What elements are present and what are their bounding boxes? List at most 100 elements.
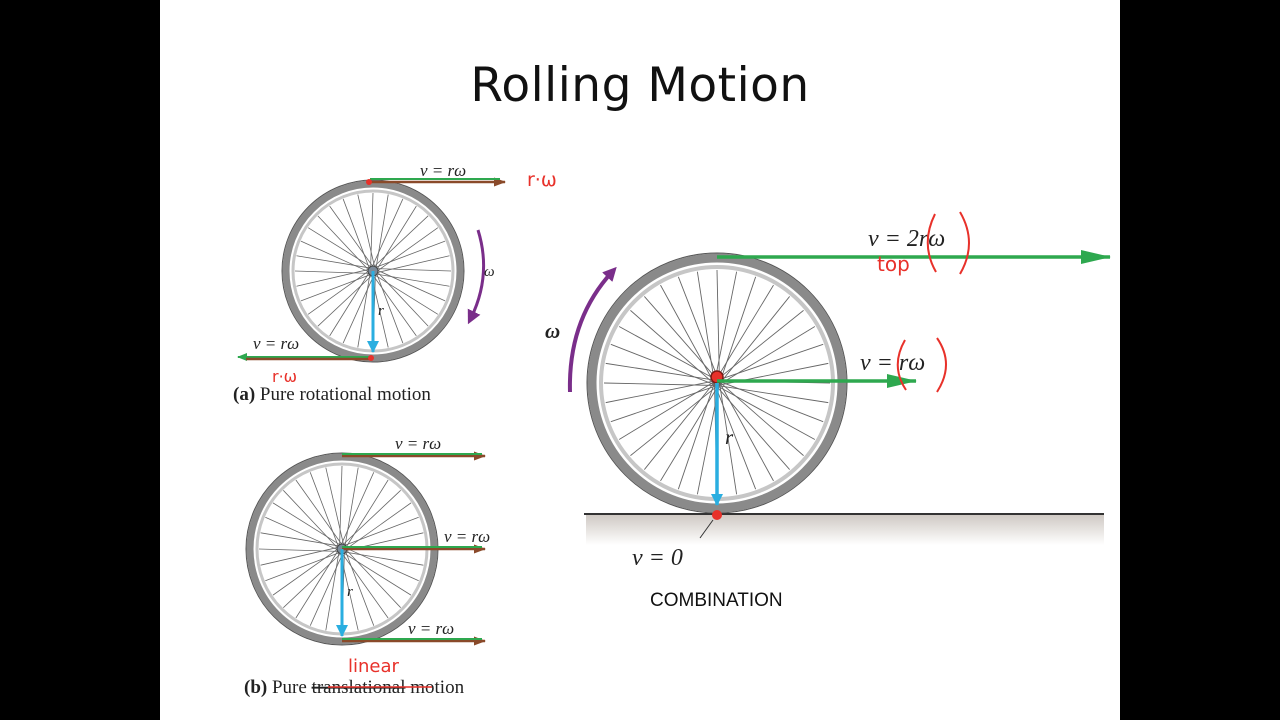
wheel-spoke (714, 384, 790, 470)
wheel-spoke (677, 276, 720, 383)
top-velocity-label-c: v = 2rω (868, 226, 945, 252)
bottom-velocity-label-a: v = rω (253, 334, 299, 353)
wheel-spoke (340, 516, 419, 548)
panel-b: v = rω v = rω v = rω r linear (b) Pure t… (244, 434, 490, 698)
wheel-spoke (343, 547, 375, 626)
wheel-spoke (329, 269, 372, 337)
wheel-spoke (340, 550, 412, 596)
contact-velocity-label-c: v = 0 (632, 545, 683, 571)
wheel-spoke (370, 215, 429, 270)
wheel-spoke (357, 194, 376, 271)
annotation-top-c: top (877, 252, 910, 276)
wheel-spoke (317, 272, 376, 327)
combination-label: COMBINATION (650, 590, 783, 611)
wheel-spoke (603, 382, 718, 386)
wheel-spoke (357, 270, 371, 348)
wheel-spoke (716, 343, 824, 382)
panel-a: v = rω v = rω r ω r·ω r·ω (a) Pure rotat… (233, 161, 557, 405)
wheel-spoke (296, 255, 374, 269)
omega-arc-a (467, 229, 486, 325)
wheel-spoke (283, 490, 341, 552)
wheel-spoke (370, 198, 404, 271)
wheel-spoke (272, 546, 341, 596)
wheel-spoke (339, 472, 375, 549)
wheel-spoke (644, 296, 720, 382)
slide-title: Rolling Motion (470, 58, 810, 113)
wheel-spoke (618, 326, 719, 382)
wheel-spoke (343, 546, 401, 608)
wheel-spoke (718, 296, 790, 385)
radius-label-c: r (725, 425, 734, 449)
wheel-spoke (371, 272, 439, 315)
annotation-linear-b: linear (348, 656, 400, 677)
wheel-spoke (265, 516, 342, 552)
wheel-spoke (715, 310, 804, 382)
wheel-spoke (258, 548, 343, 552)
wheel-spoke (309, 472, 341, 551)
wheel-spoke (605, 380, 717, 404)
center-velocity-label-c: v = rω (860, 350, 925, 376)
wheel-spoke (344, 467, 359, 550)
paren-right-top (959, 211, 970, 275)
paren-right-center (936, 337, 947, 393)
wheel-spoke (339, 550, 389, 619)
top-velocity-label-b: v = rω (395, 434, 441, 453)
wheel-spoke (339, 465, 343, 550)
wheel-spoke (370, 272, 417, 337)
wheel-spoke (342, 546, 419, 582)
wheel-spoke (325, 548, 340, 631)
center-velocity-label-b: v = rω (444, 527, 490, 546)
wheel-spoke (718, 381, 774, 482)
radius-label-b: r (347, 584, 353, 600)
top-velocity-label-a: v = rω (420, 161, 466, 180)
wheel-spoke (295, 547, 341, 619)
wheel-spoke (696, 271, 715, 384)
wheel-spoke (718, 380, 804, 456)
ground-shadow (586, 515, 1104, 545)
panel-c: v = 2rω v = rω r v = 0 ω top (545, 211, 1111, 571)
slide: Rolling Motion (160, 0, 1120, 720)
wheel-spoke (718, 276, 757, 384)
wheel-spoke (260, 546, 342, 566)
wheel-spoke (296, 268, 373, 287)
paren-left-top (926, 213, 937, 273)
wheel-spoke (295, 479, 345, 548)
wheel-spoke (300, 272, 375, 302)
wheel-spoke (610, 343, 717, 386)
wheel-spoke (371, 240, 446, 270)
rolling-motion-diagram: v = rω v = rω r ω r·ω r·ω (a) Pure rotat… (233, 161, 1111, 698)
wheel-spoke (294, 270, 374, 274)
wheel-spoke (329, 205, 376, 270)
wheel-spoke (343, 479, 389, 551)
wheel-spoke (610, 384, 718, 423)
wheel-spoke (373, 255, 450, 274)
bottom-velocity-label-b: v = rω (408, 619, 454, 638)
wheel-spoke (716, 385, 829, 404)
wheel-spoke (325, 467, 345, 549)
wheel-spoke (375, 194, 389, 272)
wheel-spoke (283, 550, 345, 608)
wheel-spoke (260, 532, 343, 547)
wheel-spoke (374, 227, 439, 274)
wheel-spoke (370, 192, 374, 272)
omega-label-c: ω (545, 319, 560, 343)
wheel-spoke (339, 490, 401, 548)
wheel-spoke (630, 384, 719, 456)
wheel-spoke (715, 384, 816, 440)
wheel-spoke (372, 268, 452, 272)
wheel-spoke (714, 284, 774, 382)
annotation-top-a: r·ω (527, 169, 557, 191)
wheel-spoke (372, 273, 450, 287)
wheel-spoke (374, 268, 429, 327)
omega-arc-c (567, 266, 617, 393)
wheel-spoke (718, 326, 816, 386)
wheel-spoke (342, 198, 372, 273)
wheel-spoke (714, 271, 738, 383)
caption-a: (a) Pure rotational motion (233, 384, 431, 405)
wheel-spoke (717, 380, 824, 423)
paren-left-center (896, 339, 907, 391)
wheel-spoke (719, 382, 738, 495)
wheel-spoke (341, 551, 424, 566)
contact-point (712, 510, 722, 520)
wheel-spoke (307, 268, 372, 315)
